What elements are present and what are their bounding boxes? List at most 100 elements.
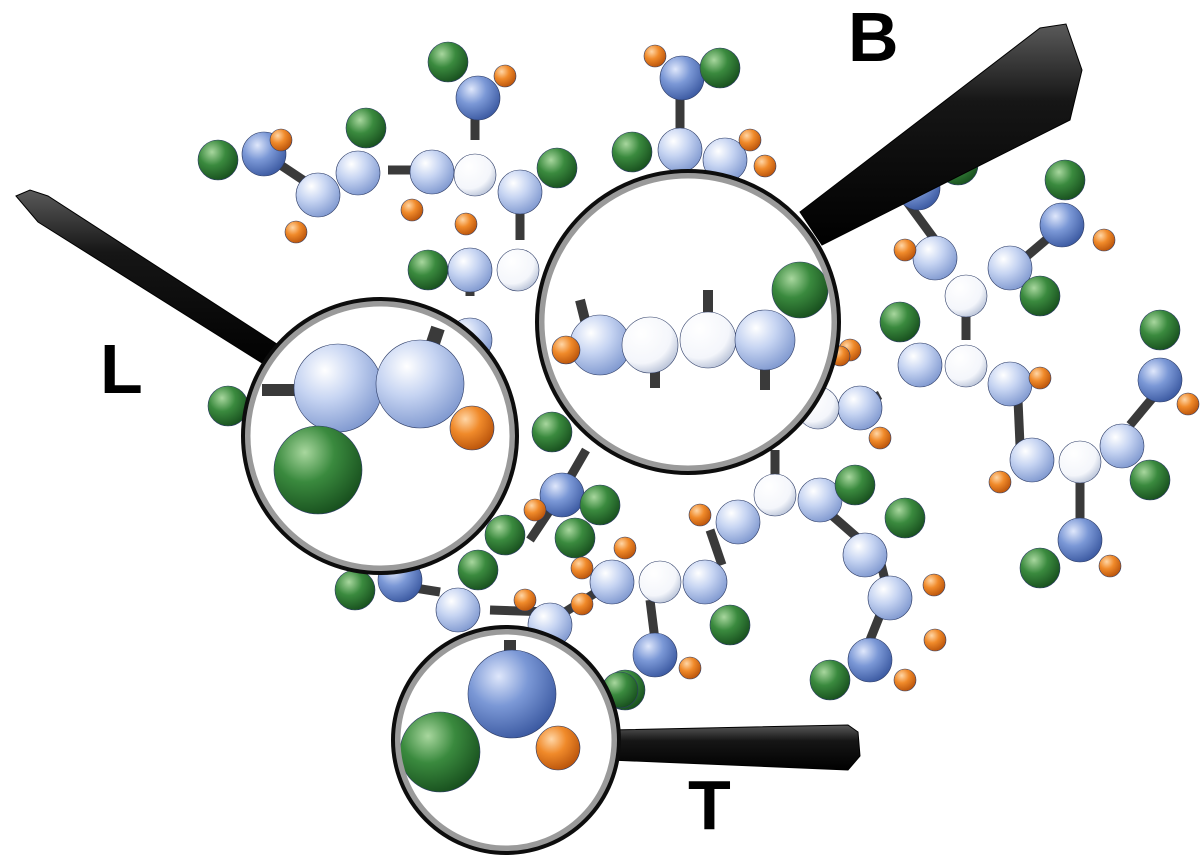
lens-rim (391, 625, 621, 855)
magnifier-t (391, 625, 639, 855)
label-b: B (848, 0, 899, 76)
atom-light-blue (837, 385, 883, 431)
atom-orange (513, 588, 537, 612)
atom-green (834, 464, 876, 506)
atom-orange (738, 128, 762, 152)
atom-green (484, 514, 526, 556)
magnifiers (15, 23, 1083, 855)
lens-rim-edge (391, 625, 621, 855)
atom-blue (1137, 357, 1183, 403)
atom-light-blue (842, 532, 888, 578)
magnifier-l (241, 297, 519, 575)
atom-orange (269, 128, 293, 152)
atom-orange (493, 64, 517, 88)
atom-light-blue (447, 247, 493, 293)
label-l: L (100, 330, 143, 408)
lens-rim (241, 297, 519, 575)
atom-green (531, 411, 573, 453)
atom-white (679, 311, 737, 369)
atom-light-blue (409, 149, 455, 195)
atom-orange (551, 335, 581, 365)
atom-white (638, 560, 682, 604)
atom-green (884, 497, 926, 539)
atom-green (427, 41, 469, 83)
atom-green (699, 47, 741, 89)
atom-light-blue (293, 343, 383, 433)
atom-green (1129, 459, 1171, 501)
atom-orange (922, 573, 946, 597)
atom-light-blue (867, 575, 913, 621)
atom-green (611, 131, 653, 173)
atom-green (457, 549, 499, 591)
atom-green (1019, 275, 1061, 317)
atom-orange (678, 656, 702, 680)
atom-orange (1176, 392, 1200, 416)
atom-orange (400, 198, 424, 222)
bond (1013, 399, 1025, 446)
atom-blue (467, 649, 557, 739)
atom-light-blue (335, 150, 381, 196)
atom-white (453, 153, 497, 197)
atom-blue (539, 472, 585, 518)
atom-green (554, 517, 596, 559)
lens-rim-edge (535, 169, 841, 475)
atom-green (579, 484, 621, 526)
lens-glass (396, 630, 616, 850)
atom-orange (893, 238, 917, 262)
atom-white (753, 473, 797, 517)
atom-orange (284, 220, 308, 244)
lens-rim (535, 169, 841, 475)
atom-light-blue (897, 342, 943, 388)
atom-orange (868, 426, 892, 450)
atom-light-blue (734, 309, 796, 371)
atom-orange (523, 498, 547, 522)
atom-orange (1028, 366, 1052, 390)
atom-green (197, 139, 239, 181)
label-t: T (688, 766, 731, 844)
atom-white (944, 274, 988, 318)
atom-orange (643, 44, 667, 68)
atom-blue (632, 632, 678, 678)
magnifier-handle (799, 23, 1083, 246)
atom-light-blue (682, 559, 728, 605)
bond (705, 528, 727, 567)
atom-light-blue (295, 172, 341, 218)
atom-light-blue (987, 245, 1033, 291)
atom-white (944, 344, 988, 388)
atom-orange (753, 154, 777, 178)
atom-blue (455, 75, 501, 121)
atom-orange (1098, 554, 1122, 578)
atom-green (1019, 547, 1061, 589)
atom-light-blue (1009, 437, 1055, 483)
atom-light-blue (1099, 423, 1145, 469)
atom-green (536, 147, 578, 189)
atom-orange (688, 503, 712, 527)
atom-orange (535, 725, 581, 771)
magnifier-handle (609, 724, 861, 771)
atom-green (1044, 159, 1086, 201)
atom-green (1139, 309, 1181, 351)
atom-orange (449, 405, 495, 451)
atom-orange (1092, 228, 1116, 252)
atom-orange (570, 556, 594, 580)
atoms (197, 41, 1200, 711)
atom-green (879, 301, 921, 343)
atom-green (399, 711, 481, 793)
bond (865, 613, 885, 642)
atom-green (273, 425, 363, 515)
magnifier-handle (15, 189, 284, 369)
atom-blue (659, 55, 705, 101)
atom-green (407, 249, 449, 291)
atom-orange (570, 592, 594, 616)
atom-orange (893, 668, 917, 692)
atom-light-blue (715, 499, 761, 545)
atom-orange (613, 536, 637, 560)
atom-blue (1057, 517, 1103, 563)
atom-light-blue (435, 587, 481, 633)
atom-green (809, 659, 851, 701)
magnifier-b (535, 169, 851, 475)
atom-white (496, 248, 540, 292)
atom-green (345, 107, 387, 149)
atom-green (709, 604, 751, 646)
